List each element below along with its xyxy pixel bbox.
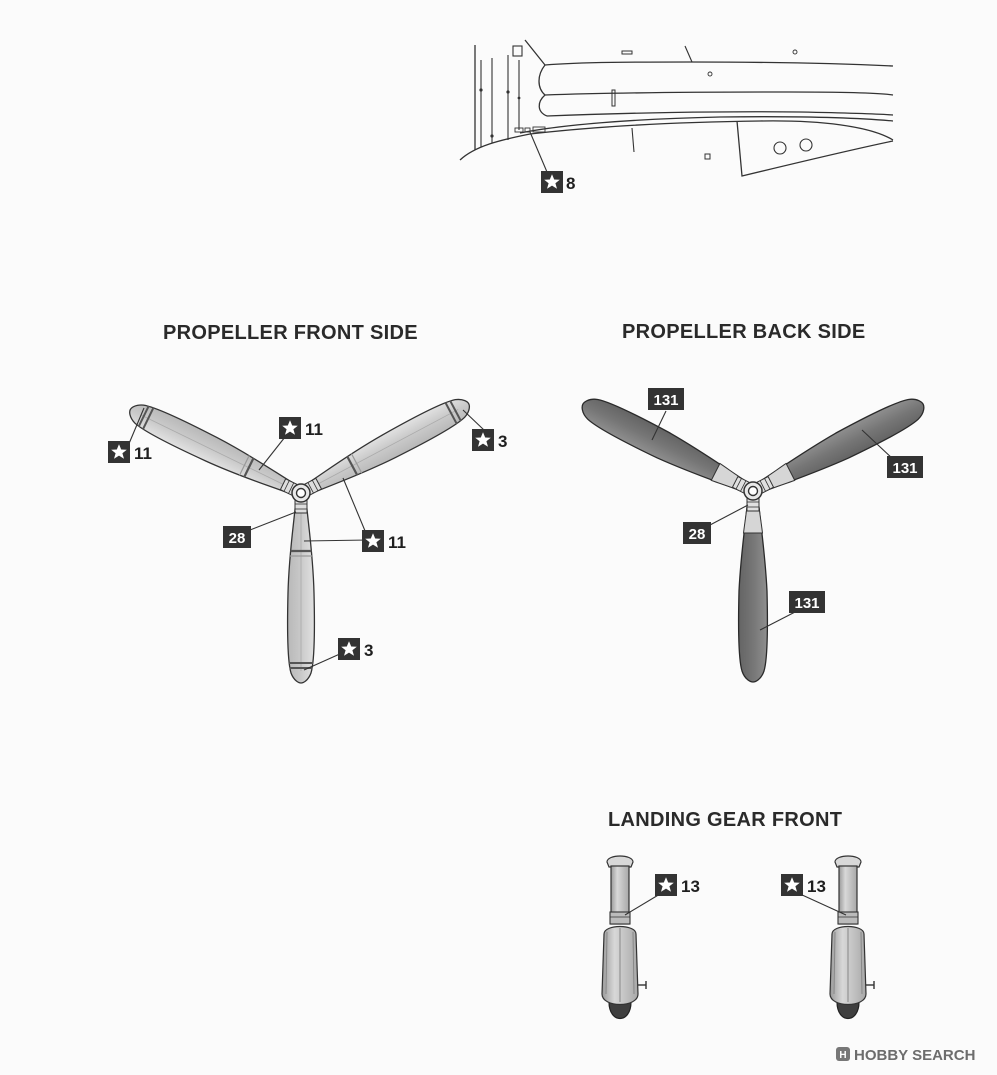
propeller-hub-center: [747, 485, 759, 497]
rivet-dot: [506, 90, 510, 94]
heading-propeller-front: PROPELLER FRONT SIDE: [163, 322, 418, 344]
callout-number: 13: [807, 877, 826, 896]
star-badge-icon: [541, 171, 563, 193]
svg-text:H: H: [839, 1050, 846, 1061]
leader-line: [127, 407, 145, 447]
rivet-dot: [479, 88, 483, 92]
paint-code-number: 28: [229, 530, 246, 547]
heading-propeller-back: PROPELLER BACK SIDE: [622, 321, 866, 343]
landing-gear-leg-left: [601, 855, 647, 1020]
heading-landing-gear-front: LANDING GEAR FRONT: [608, 809, 842, 831]
leader-line: [303, 539, 369, 542]
paint-code-box: [648, 388, 684, 410]
paint-code-number: 131: [892, 460, 917, 477]
callout-number: 3: [498, 432, 507, 451]
fuselage-fastener: [707, 71, 713, 77]
fuselage-slot: [611, 89, 616, 107]
leader-line: [759, 610, 798, 631]
star-badge-icon: [338, 638, 360, 660]
fuselage-hatch: [512, 45, 523, 57]
callout-decal-3: 3: [472, 429, 507, 451]
callout-decal-3: 3: [338, 638, 373, 660]
wing-root-line: [519, 116, 894, 134]
leader-line: [462, 409, 485, 431]
callout-paint-131: 131: [648, 388, 684, 410]
leader-line: [651, 410, 667, 441]
callout-number: 11: [134, 444, 152, 463]
star-badge-icon: [279, 417, 301, 439]
paint-code-box: [789, 591, 825, 613]
fuselage-fastener: [792, 49, 798, 55]
star-badge-icon: [781, 874, 803, 896]
star-badge-icon: [655, 874, 677, 896]
star-badge-icon: [108, 441, 130, 463]
callout-number: 13: [681, 877, 700, 896]
stencil-mark: [532, 126, 546, 133]
hobby-search-logo-icon: [836, 1047, 850, 1061]
callout-paint-28: 28: [683, 522, 711, 544]
leader-line: [249, 511, 297, 531]
leader-line: [799, 893, 847, 916]
leader-line: [303, 652, 343, 671]
leader-line: [861, 429, 894, 460]
wing-leading-edge: [459, 120, 894, 161]
wing-port: [773, 141, 787, 155]
callout-number: 8: [566, 174, 575, 193]
paint-code-number: 131: [653, 392, 678, 409]
fuselage-slot: [621, 50, 633, 55]
callout-decal-8: 8: [541, 171, 575, 193]
leader-line: [258, 436, 286, 471]
paint-code-box: [223, 526, 251, 548]
callout-paint-131: 131: [789, 591, 825, 613]
leader-line: [342, 477, 369, 539]
propeller-blade: [751, 390, 931, 502]
paint-code-number: 131: [794, 595, 819, 612]
callout-number: 11: [305, 420, 323, 439]
paint-code-number: 28: [689, 526, 706, 543]
paint-code-box: [887, 456, 923, 478]
fuselage-mid-line: [544, 91, 894, 96]
propeller-blade: [286, 497, 316, 685]
callout-paint-131: 131: [887, 456, 923, 478]
stencil-mark: [514, 127, 524, 133]
fuselage-diagram: [459, 39, 894, 177]
watermark: H HOBBY SEARCH: [836, 1047, 975, 1064]
canopy-frame: [538, 64, 548, 117]
leader-line: [709, 504, 749, 526]
star-badge-icon: [472, 429, 494, 451]
leader-line: [529, 131, 548, 173]
stencil-mark: [524, 127, 531, 133]
rivet-dot: [490, 134, 494, 138]
fuselage-upper-line: [524, 39, 894, 67]
callout-decal-11: 11: [362, 530, 406, 552]
rivet-dot: [517, 96, 521, 100]
callout-decal-11: 11: [279, 417, 323, 439]
landing-gear-leg-right: [829, 855, 875, 1020]
callout-number: 11: [388, 533, 406, 552]
wing-panel-line: [736, 120, 894, 177]
star-badge-icon: [362, 530, 384, 552]
propeller-back-diagram: [575, 390, 931, 683]
wing-port: [799, 138, 813, 152]
callout-number: 3: [364, 641, 373, 660]
propeller-blade: [737, 496, 769, 683]
watermark-text: HOBBY SEARCH: [854, 1047, 975, 1064]
paint-code-box: [683, 522, 711, 544]
callout-decal-11: 11: [108, 441, 152, 463]
wing-panel-line: [631, 127, 635, 153]
callout-decal-13: 13: [781, 874, 826, 896]
antenna-mount: [684, 45, 693, 63]
leader-line: [624, 893, 661, 916]
wing-access-panel: [704, 153, 711, 160]
propeller-hub-center: [295, 487, 307, 499]
propeller-blade: [298, 390, 477, 504]
callout-decal-13: 13: [655, 874, 700, 896]
callout-paint-28: 28: [223, 526, 251, 548]
propeller-front-diagram: [123, 390, 477, 685]
fuselage-lower-line: [546, 111, 894, 117]
